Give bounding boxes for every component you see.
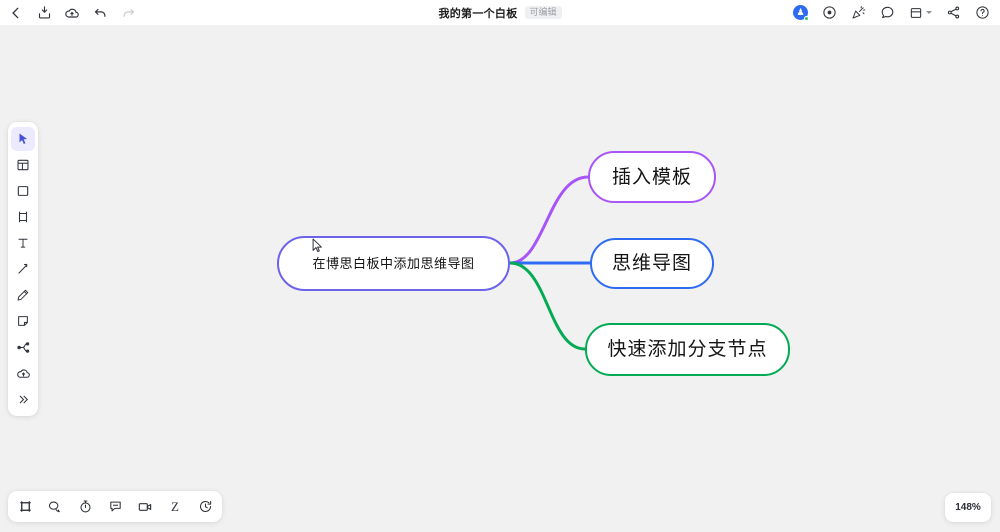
tool-sticky-note[interactable] — [11, 309, 35, 333]
redo-icon[interactable] — [120, 5, 136, 21]
header-title-group: 我的第一个白板 可编辑 — [0, 0, 1000, 25]
tool-mindmap[interactable] — [11, 335, 35, 359]
presence-dot — [804, 16, 809, 21]
tool-template[interactable] — [11, 153, 35, 177]
tool-shape[interactable] — [11, 179, 35, 203]
history-icon[interactable] — [196, 498, 214, 516]
back-icon[interactable] — [8, 5, 24, 21]
layout-icon[interactable] — [908, 5, 924, 21]
comment-icon[interactable] — [106, 498, 124, 516]
edge-root-to-add-branch — [508, 261, 587, 351]
mindmap-node-insert-template[interactable]: 插入模板 — [588, 151, 716, 203]
zen-mode-icon[interactable]: Z — [166, 498, 184, 516]
mindmap-node-label: 快速添加分支节点 — [607, 339, 768, 360]
zoom-level-badge[interactable]: 148% — [945, 493, 991, 522]
share-icon[interactable] — [945, 5, 961, 21]
undo-icon[interactable] — [92, 5, 108, 21]
header-left-tools — [0, 5, 136, 21]
mindmap-node-label: 插入模板 — [611, 166, 692, 188]
timer-icon[interactable] — [76, 498, 94, 516]
header-right-tools: ♟ — [793, 0, 990, 25]
bottom-toolbar: Z — [8, 491, 222, 522]
cloud-sync-icon[interactable] — [64, 5, 80, 21]
mindmap-node-mindmap[interactable]: 思维导图 — [590, 238, 714, 289]
whiteboard-canvas[interactable]: 在博思白板中添加思维导图 插入模板 思维导图 快速添加分支节点 — [0, 25, 1000, 532]
tool-select[interactable] — [11, 127, 35, 151]
mindmap-node-add-branch[interactable]: 快速添加分支节点 — [585, 323, 790, 376]
frames-panel-icon[interactable] — [16, 498, 34, 516]
video-icon[interactable] — [136, 498, 154, 516]
comment-icon[interactable] — [879, 5, 895, 21]
avatar-glyph: ♟ — [796, 7, 805, 17]
chat-icon[interactable] — [46, 498, 64, 516]
tool-more[interactable] — [11, 387, 35, 411]
help-icon[interactable] — [974, 5, 990, 21]
chevron-down-icon[interactable] — [926, 11, 932, 14]
status-badge: 可编辑 — [524, 5, 562, 20]
avatar[interactable]: ♟ — [793, 5, 809, 21]
zen-mode-label: Z — [171, 499, 179, 514]
save-icon[interactable] — [36, 5, 52, 21]
left-toolbar — [8, 122, 38, 416]
tool-upload[interactable] — [11, 361, 35, 385]
celebrate-icon[interactable] — [850, 5, 866, 21]
layout-dropdown[interactable] — [908, 5, 932, 21]
mindmap-root-node[interactable]: 在博思白板中添加思维导图 — [277, 236, 510, 291]
tool-frame[interactable] — [11, 205, 35, 229]
record-icon[interactable] — [821, 5, 837, 21]
mindmap-node-label: 思维导图 — [611, 253, 692, 274]
tool-text[interactable] — [11, 231, 35, 255]
page-title[interactable]: 我的第一个白板 — [438, 7, 518, 20]
app-header: 我的第一个白板 可编辑 ♟ — [0, 0, 1000, 25]
edge-root-to-insert-template — [508, 175, 590, 265]
mindmap-root-label: 在博思白板中添加思维导图 — [312, 256, 475, 271]
tool-line[interactable] — [11, 257, 35, 281]
tool-pencil[interactable] — [11, 283, 35, 307]
